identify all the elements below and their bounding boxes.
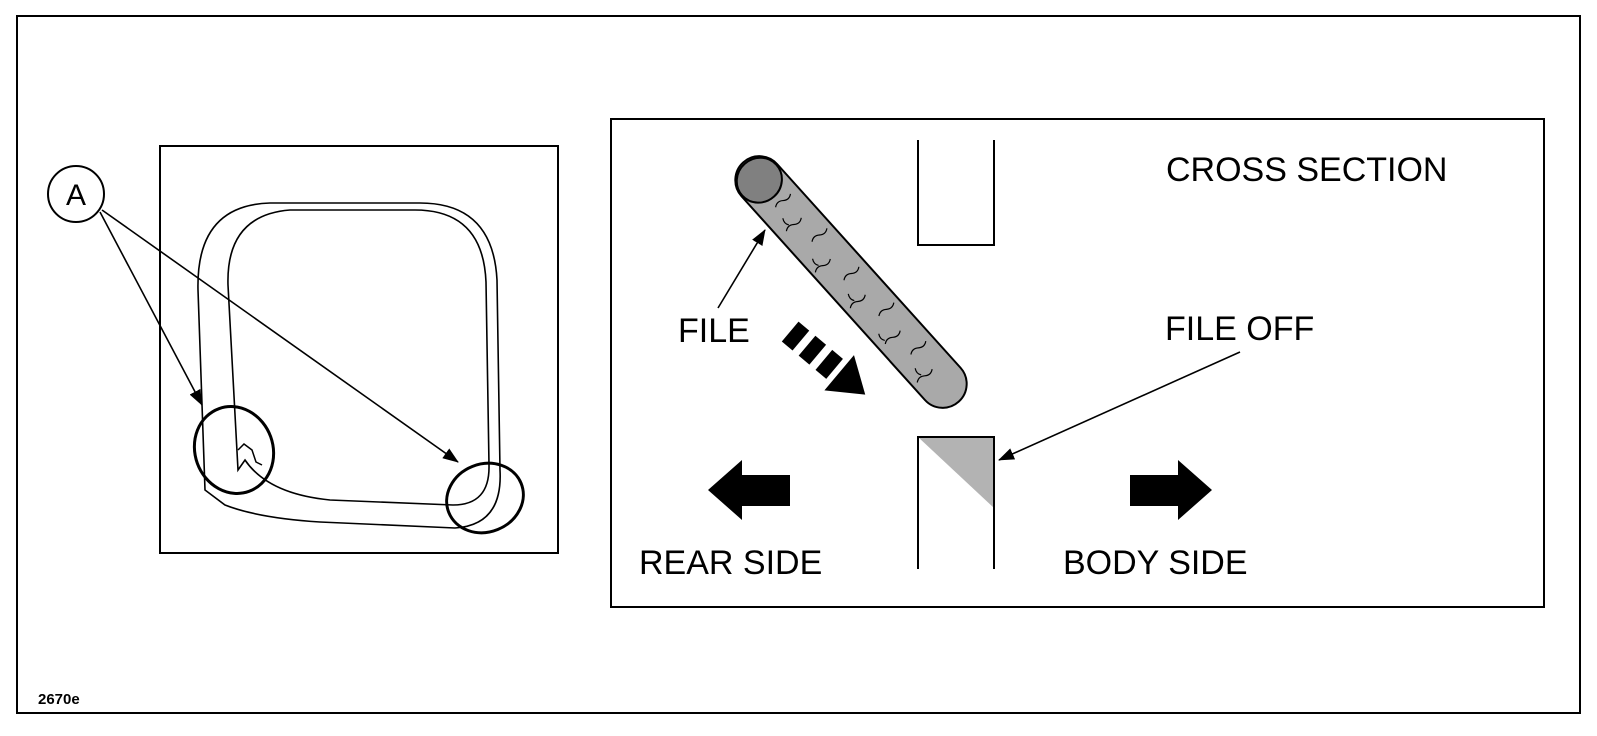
left-view-frame (159, 145, 559, 554)
cross-section-frame (610, 118, 1545, 608)
highlight-ellipse-left (192, 405, 276, 495)
filed-off-area (918, 437, 994, 508)
file-tool (734, 155, 968, 409)
highlight-ellipse-right (445, 461, 525, 535)
upper-panel-flange (917, 140, 995, 246)
left-view: A (47, 145, 559, 554)
cross-section-view: CROSS SECTION (610, 118, 1545, 608)
rear-side-arrow (708, 460, 790, 520)
lower-panel-outline (917, 436, 995, 569)
leader-arrow-a-right (101, 209, 459, 463)
file-end-cap (735, 156, 783, 204)
seal-outline-inner (227, 209, 490, 506)
file-label: FILE (678, 312, 750, 350)
file-leader-arrow (717, 229, 766, 309)
file-off-label: FILE OFF (1165, 310, 1314, 348)
lower-panel-flange (917, 436, 995, 569)
figure-id-label: 2670e (38, 691, 80, 708)
rear-side-label: REAR SIDE (639, 544, 822, 582)
cross-section-title: CROSS SECTION (1166, 151, 1447, 189)
callout-circle-a (47, 165, 105, 223)
file-off-leader-arrow (998, 351, 1241, 461)
callout-letter-a: A (66, 179, 86, 212)
seal-joint-step (237, 443, 263, 466)
file-texture (775, 193, 933, 383)
outer-frame (16, 15, 1581, 714)
file-body (734, 155, 968, 409)
body-side-label: BODY SIDE (1063, 544, 1248, 582)
seal-outline-outer (197, 202, 501, 529)
file-motion-arrow (781, 321, 866, 395)
body-side-arrow (1130, 460, 1212, 520)
leader-arrow-a-left (99, 211, 203, 406)
